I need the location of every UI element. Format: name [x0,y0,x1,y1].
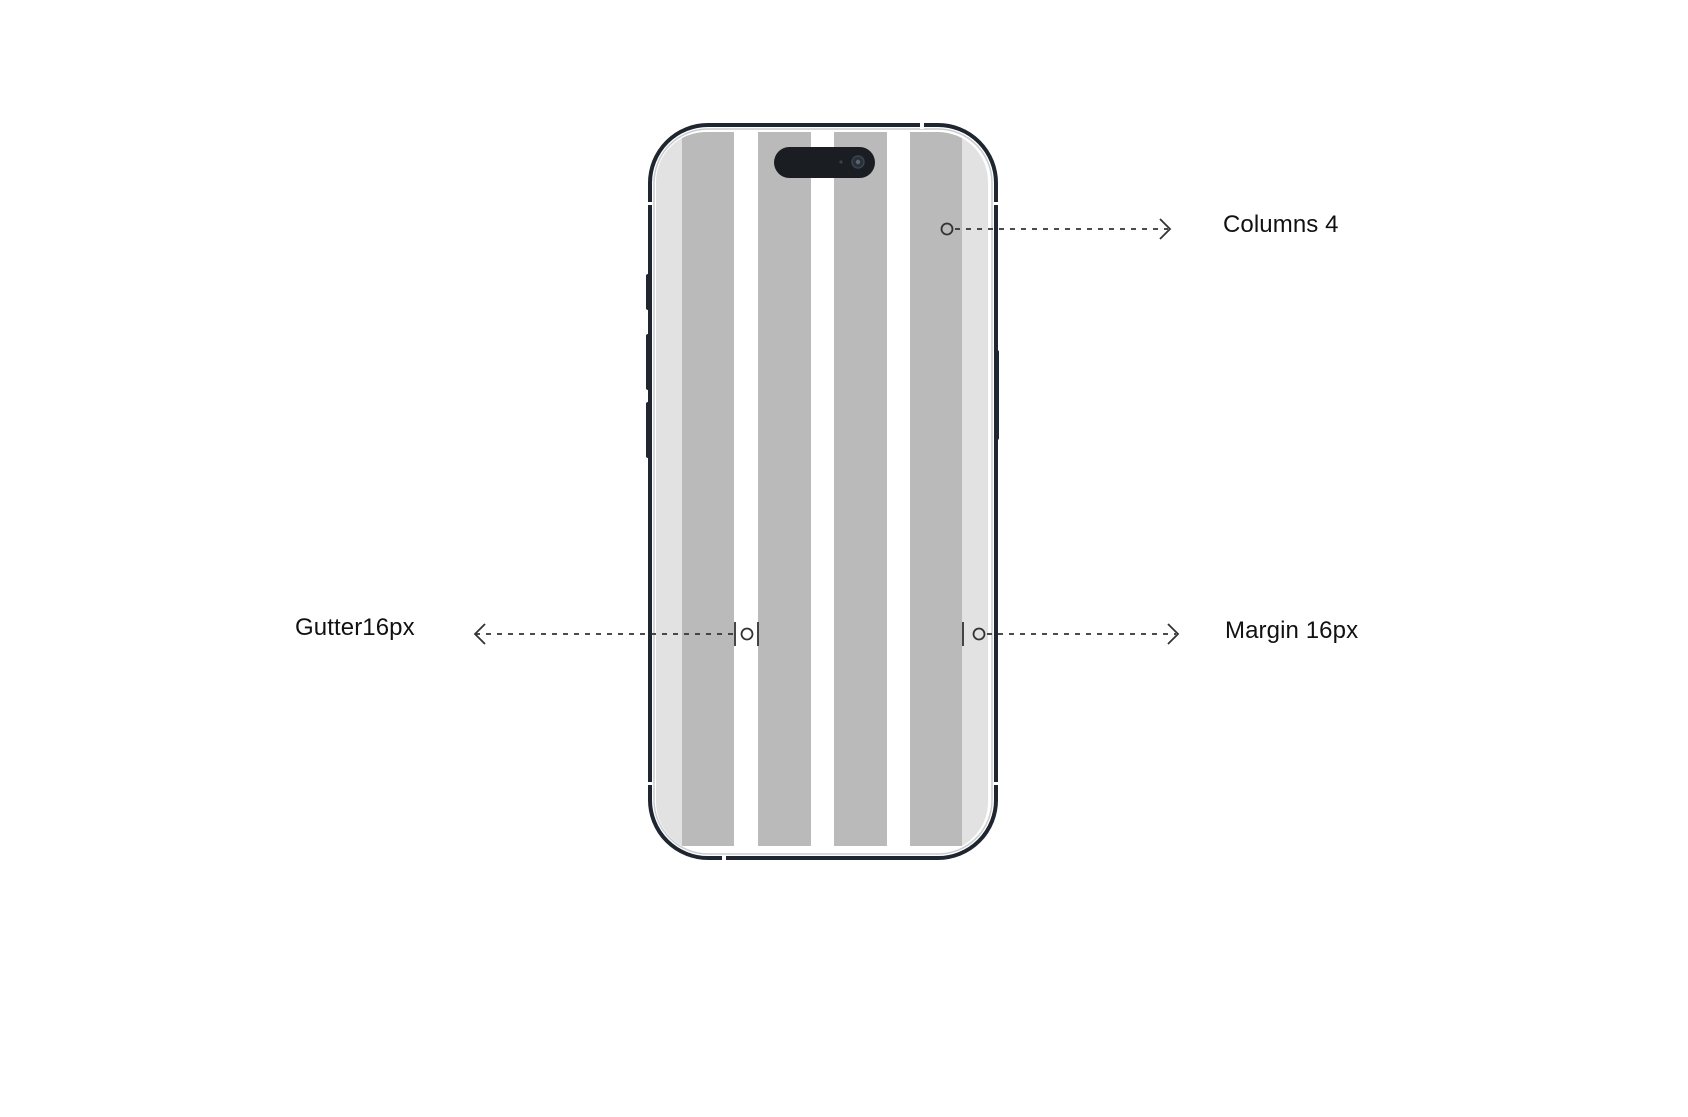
gutter-arrowhead-icon [473,623,486,645]
grid-column-1 [682,132,734,846]
columns-label: Columns 4 [1223,211,1339,238]
antenna-line [646,782,653,785]
margin-band-left [656,132,682,852]
sensor-icon [839,160,843,164]
margin-arrowhead-icon [1167,623,1180,645]
margin-anchor-circle [972,627,986,641]
antenna-line [993,782,1000,785]
phone-screen [656,132,988,852]
grid-column-3 [834,132,887,846]
gutter-callout [473,622,759,646]
gutter-label: Gutter16px [295,614,415,641]
gutter-anchor-circle [740,627,754,641]
margin-label: Margin 16px [1225,617,1359,644]
grid-column-2 [758,132,811,846]
dynamic-island [774,147,875,178]
columns-anchor-circle [940,222,954,236]
columns-arrowhead-icon [1159,218,1172,240]
margin-callout [962,622,1180,646]
antenna-line [646,202,653,205]
margin-band-right [962,132,988,852]
columns-callout [940,218,1172,240]
antenna-line [920,122,924,129]
antenna-line [722,855,726,861]
camera-lens-icon [855,159,861,165]
antenna-line [993,202,1000,205]
grid-column-4 [910,132,962,846]
